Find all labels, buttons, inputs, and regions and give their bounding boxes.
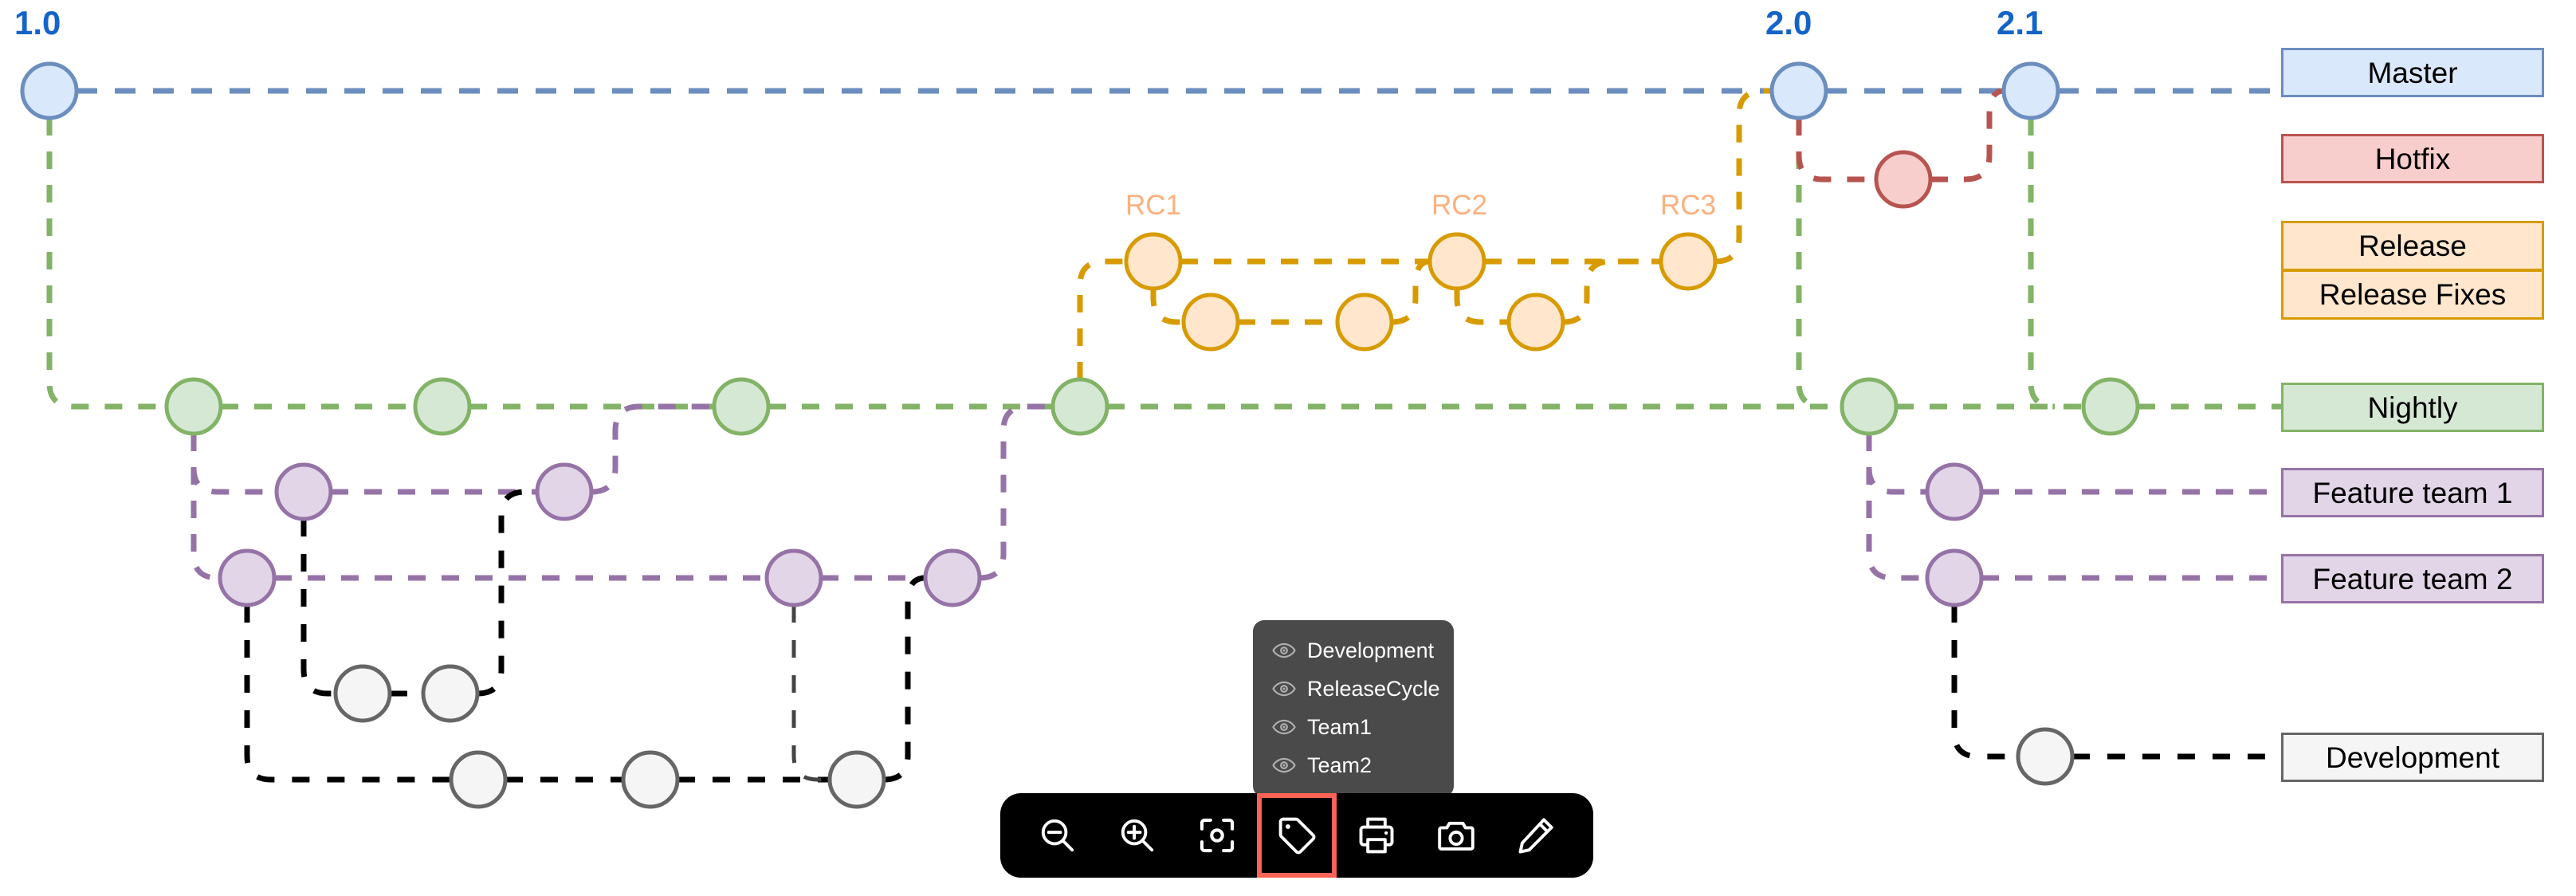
zoom-in-button[interactable] bbox=[1098, 793, 1177, 878]
tag-version-2-0: 2.0 bbox=[1765, 4, 1812, 41]
node-development-2[interactable] bbox=[421, 664, 480, 723]
layer-item-team2-label: Team2 bbox=[1307, 753, 1372, 777]
layer-item-releasecycle[interactable]: ReleaseCycle bbox=[1253, 670, 1454, 708]
lane-label-release-fixes[interactable]: Release Fixes bbox=[2281, 270, 2544, 320]
layer-item-team1-label: Team1 bbox=[1307, 714, 1372, 739]
lane-label-master[interactable]: Master bbox=[2281, 48, 2544, 97]
lane-label-nightly[interactable]: Nightly bbox=[2281, 383, 2544, 432]
node-release-fix-1[interactable] bbox=[1181, 293, 1240, 352]
layer-item-team1[interactable]: Team1 bbox=[1253, 708, 1454, 746]
node-rc2[interactable] bbox=[1427, 232, 1486, 291]
node-development-1[interactable] bbox=[333, 664, 392, 723]
lane-label-development-text: Development bbox=[2325, 741, 2499, 774]
node-feature-team-2-d[interactable] bbox=[1925, 548, 1984, 607]
layer-item-releasecycle-label: ReleaseCycle bbox=[1307, 676, 1440, 701]
node-release-fix-2[interactable] bbox=[1335, 293, 1394, 352]
eye-icon bbox=[1272, 719, 1296, 735]
feature-team-edges bbox=[190, 403, 2281, 581]
release-edges bbox=[1077, 88, 1772, 379]
lane-label-feature-team-2-text: Feature team 2 bbox=[2312, 562, 2513, 595]
hotfix-edges bbox=[1796, 88, 2005, 183]
eye-icon bbox=[1272, 681, 1296, 697]
tag-rc1: RC1 bbox=[1125, 190, 1182, 221]
printer-icon bbox=[1359, 817, 1394, 854]
print-button[interactable] bbox=[1337, 793, 1416, 878]
lane-label-feature-team-2[interactable]: Feature team 2 bbox=[2281, 554, 2544, 603]
node-feature-team-2-a[interactable] bbox=[218, 548, 277, 607]
tag-icon bbox=[1278, 817, 1316, 855]
screenshot-button[interactable] bbox=[1416, 793, 1496, 878]
zoom-in-icon bbox=[1121, 819, 1154, 852]
node-nightly-1[interactable] bbox=[164, 377, 223, 436]
development-edges bbox=[244, 489, 2281, 783]
eye-icon bbox=[1272, 643, 1296, 658]
layer-item-team2[interactable]: Team2 bbox=[1253, 746, 1454, 784]
lane-label-hotfix[interactable]: Hotfix bbox=[2281, 134, 2544, 183]
zoom-out-button[interactable] bbox=[1018, 793, 1098, 878]
node-development-6[interactable] bbox=[2016, 727, 2075, 786]
node-rc1[interactable] bbox=[1124, 232, 1183, 291]
tags-button[interactable] bbox=[1257, 793, 1337, 878]
graph-nodes[interactable] bbox=[20, 61, 2140, 809]
fit-to-screen-icon bbox=[1200, 818, 1235, 853]
lane-label-release-text: Release bbox=[2358, 230, 2467, 262]
node-nightly-3[interactable] bbox=[712, 377, 771, 436]
node-feature-team-1-b[interactable] bbox=[535, 462, 594, 521]
lane-label-nightly-text: Nightly bbox=[2367, 391, 2458, 424]
node-hotfix-1[interactable] bbox=[1874, 150, 1933, 209]
lane-label-release-fixes-text: Release Fixes bbox=[2319, 278, 2507, 311]
lane-label-development[interactable]: Development bbox=[2281, 733, 2544, 782]
node-nightly-6[interactable] bbox=[2081, 377, 2140, 436]
node-nightly-5[interactable] bbox=[1840, 377, 1899, 436]
zoom-out-icon bbox=[1041, 819, 1074, 852]
camera-icon bbox=[1438, 821, 1475, 851]
node-master-1-0[interactable] bbox=[20, 61, 79, 120]
tag-rc3: RC3 bbox=[1660, 190, 1717, 221]
node-development-4[interactable] bbox=[621, 750, 680, 809]
node-release-fix-3[interactable] bbox=[1506, 293, 1565, 352]
node-feature-team-2-b[interactable] bbox=[764, 548, 823, 607]
lane-label-master-text: Master bbox=[2367, 56, 2458, 89]
node-master-2-1[interactable] bbox=[2001, 61, 2060, 120]
tag-rc2: RC2 bbox=[1431, 190, 1488, 221]
node-nightly-4[interactable] bbox=[1050, 377, 1109, 436]
node-development-3[interactable] bbox=[449, 750, 508, 809]
node-rc3[interactable] bbox=[1659, 232, 1718, 291]
lane-label-feature-team-1-text: Feature team 1 bbox=[2312, 476, 2513, 509]
tag-version-2-1: 2.1 bbox=[1997, 4, 2044, 41]
node-feature-team-2-c[interactable] bbox=[923, 548, 982, 607]
lane-label-release[interactable]: Release bbox=[2281, 221, 2544, 270]
layers-visibility-panel[interactable]: Development ReleaseCycle Team1 bbox=[1253, 620, 1454, 797]
layer-item-development[interactable]: Development bbox=[1253, 631, 1454, 670]
diagram-toolbar[interactable] bbox=[1000, 793, 1593, 878]
node-feature-team-1-c[interactable] bbox=[1925, 462, 1984, 521]
node-nightly-2[interactable] bbox=[413, 377, 472, 436]
fit-to-screen-button[interactable] bbox=[1177, 793, 1257, 878]
tag-version-1-0: 1.0 bbox=[14, 4, 61, 41]
lane-label-feature-team-1[interactable]: Feature team 1 bbox=[2281, 468, 2544, 517]
node-master-2-0[interactable] bbox=[1769, 61, 1828, 120]
lane-label-hotfix-text: Hotfix bbox=[2374, 142, 2451, 175]
layer-item-development-label: Development bbox=[1307, 638, 1435, 662]
node-development-5[interactable] bbox=[827, 750, 886, 809]
pencil-icon bbox=[1518, 818, 1553, 854]
edit-button[interactable] bbox=[1496, 793, 1576, 878]
node-feature-team-1-a[interactable] bbox=[274, 462, 333, 521]
eye-icon bbox=[1272, 757, 1296, 773]
